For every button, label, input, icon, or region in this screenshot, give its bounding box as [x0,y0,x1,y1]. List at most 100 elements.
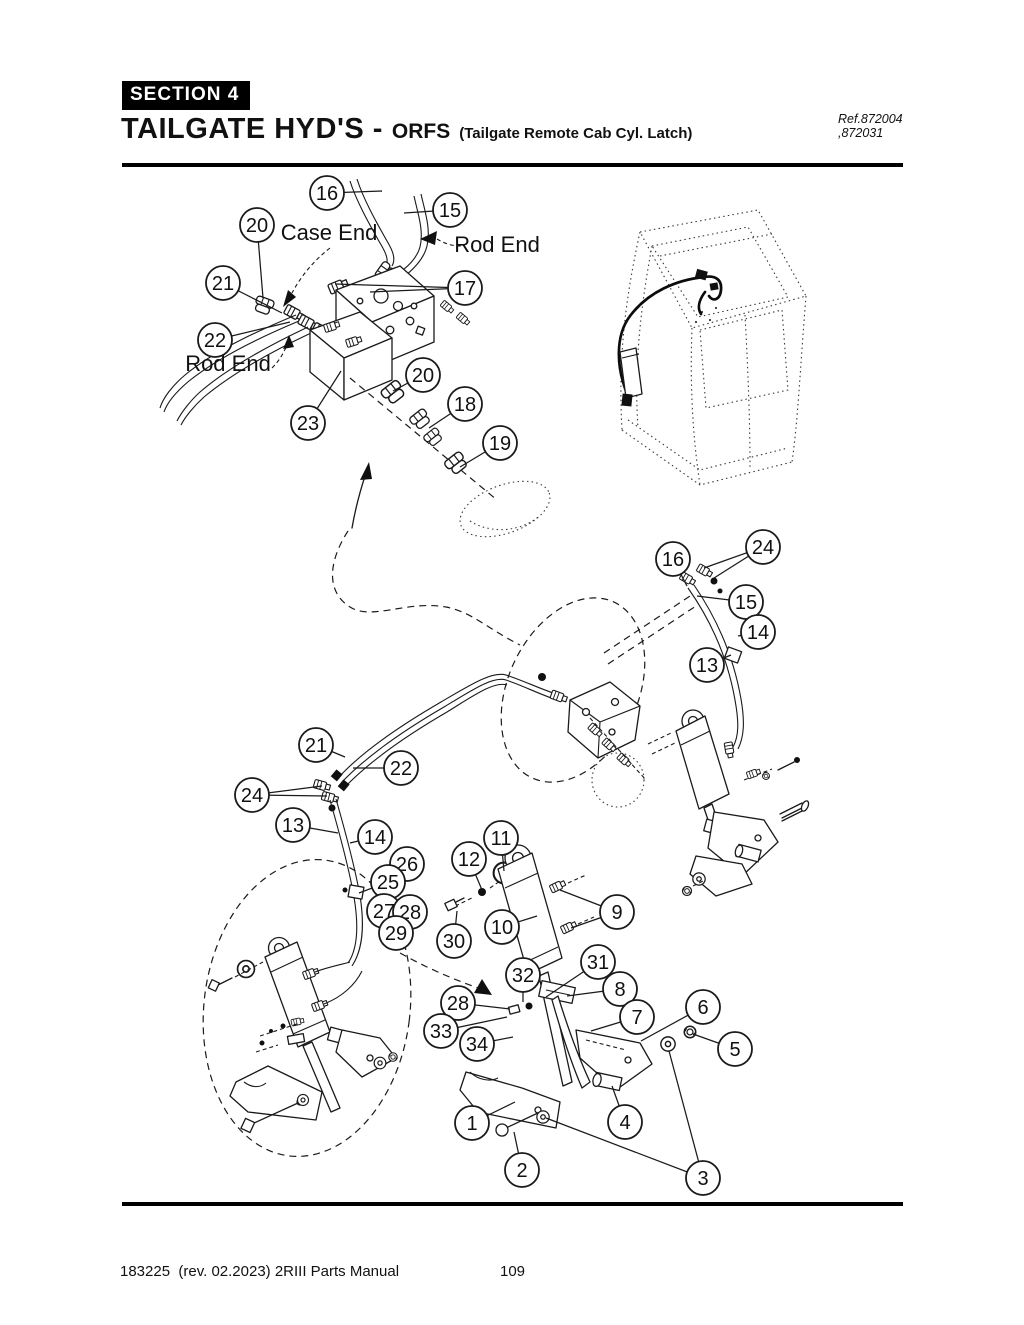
diagram-label: Rod End [185,351,271,376]
svg-text:16: 16 [316,183,338,205]
callout-23: 23 [290,405,326,441]
right-cylinder-assembly-art [647,563,810,897]
svg-text:5: 5 [729,1039,740,1061]
svg-text:15: 15 [735,592,757,614]
svg-text:3: 3 [697,1168,708,1190]
callout-10: 10 [484,909,520,945]
callout-8: 8 [602,971,638,1007]
callout-20: 20 [239,207,275,243]
callout-28: 28 [440,985,476,1021]
callout-13: 13 [275,807,311,843]
svg-text:33: 33 [430,1021,452,1043]
callout-21: 21 [298,727,334,763]
title-note: (Tailgate Remote Cab Cyl. Latch) [459,125,693,142]
svg-text:28: 28 [447,993,469,1015]
svg-text:16: 16 [662,549,684,571]
svg-text:31: 31 [587,952,609,974]
svg-text:13: 13 [696,655,718,677]
top-valve-cluster-art [159,178,551,646]
svg-text:21: 21 [305,735,327,757]
callout-12: 12 [451,841,487,877]
callout-15: 15 [728,584,764,620]
svg-text:17: 17 [454,278,476,300]
svg-text:10: 10 [491,917,513,939]
title-main: TAILGATE HYD'S - [121,113,383,145]
footer-page-number: 109 [500,1263,526,1280]
footer-manual-info: 183225 (rev. 02.2023) 2RIII Parts Manual [120,1263,400,1280]
callout-5: 5 [717,1031,753,1067]
svg-text:7: 7 [631,1007,642,1029]
svg-text:20: 20 [412,365,434,387]
truck-body-reference-art [617,209,807,486]
callout-29: 29 [378,915,414,951]
svg-text:11: 11 [491,828,512,850]
svg-text:22: 22 [390,758,412,780]
callout-14: 14 [740,614,776,650]
svg-text:23: 23 [297,413,319,435]
svg-text:18: 18 [454,394,476,416]
callout-1: 1 [454,1105,490,1141]
svg-text:15: 15 [439,200,461,222]
svg-text:24: 24 [241,785,263,807]
callout-30: 30 [436,923,472,959]
svg-text:20: 20 [246,215,268,237]
svg-text:34: 34 [466,1034,488,1056]
callout-16: 16 [309,175,345,211]
svg-text:29: 29 [385,923,407,945]
svg-text:25: 25 [377,872,399,894]
diagram-label: Case End [281,220,378,245]
callout-16: 16 [655,541,691,577]
svg-text:22: 22 [204,330,226,352]
callout-6: 6 [685,989,721,1025]
callout-14: 14 [357,819,393,855]
svg-text:32: 32 [512,965,534,987]
callout-22: 22 [197,322,233,358]
callout-20: 20 [405,357,441,393]
callout-2: 2 [504,1152,540,1188]
callout-13: 13 [689,647,725,683]
svg-text:4: 4 [619,1112,630,1134]
page-title: TAILGATE HYD'S - ORFS (Tailgate Remote C… [121,113,692,146]
svg-text:6: 6 [697,997,708,1019]
ref-line-1: Ref.872004 [838,112,903,126]
header-rule [122,163,903,167]
callout-32: 32 [505,957,541,993]
callout-24: 24 [234,777,270,813]
svg-text:8: 8 [614,979,625,1001]
svg-text:30: 30 [443,931,465,953]
svg-text:13: 13 [282,815,304,837]
center-valve-detail-art [312,595,697,967]
svg-text:19: 19 [489,433,511,455]
svg-text:21: 21 [212,273,234,295]
callout-15: 15 [432,192,468,228]
title-sub: ORFS [391,120,451,143]
left-cylinder-assembly-art [202,858,412,1158]
callout-33: 33 [423,1013,459,1049]
callout-7: 7 [619,999,655,1035]
center-cylinder-assembly-art [399,844,697,1137]
diagram-label: Rod End [454,232,540,257]
footer-rule [122,1202,903,1206]
svg-text:1: 1 [466,1113,477,1135]
callout-22: 22 [383,750,419,786]
callout-18: 18 [447,386,483,422]
callout-4: 4 [607,1104,643,1140]
reference-numbers: Ref.872004 ,872031 [838,112,903,141]
svg-text:14: 14 [364,827,386,849]
section-badge: SECTION 4 [122,81,251,110]
callout-31: 31 [580,944,616,980]
svg-text:14: 14 [747,622,769,644]
callout-24: 24 [745,529,781,565]
callout-34: 34 [459,1026,495,1062]
callout-21: 21 [205,265,241,301]
callout-3: 3 [685,1160,721,1196]
svg-text:9: 9 [611,902,622,924]
callout-11: 11 [483,820,519,856]
callout-19: 19 [482,425,518,461]
svg-text:24: 24 [752,537,774,559]
svg-text:12: 12 [458,849,480,871]
